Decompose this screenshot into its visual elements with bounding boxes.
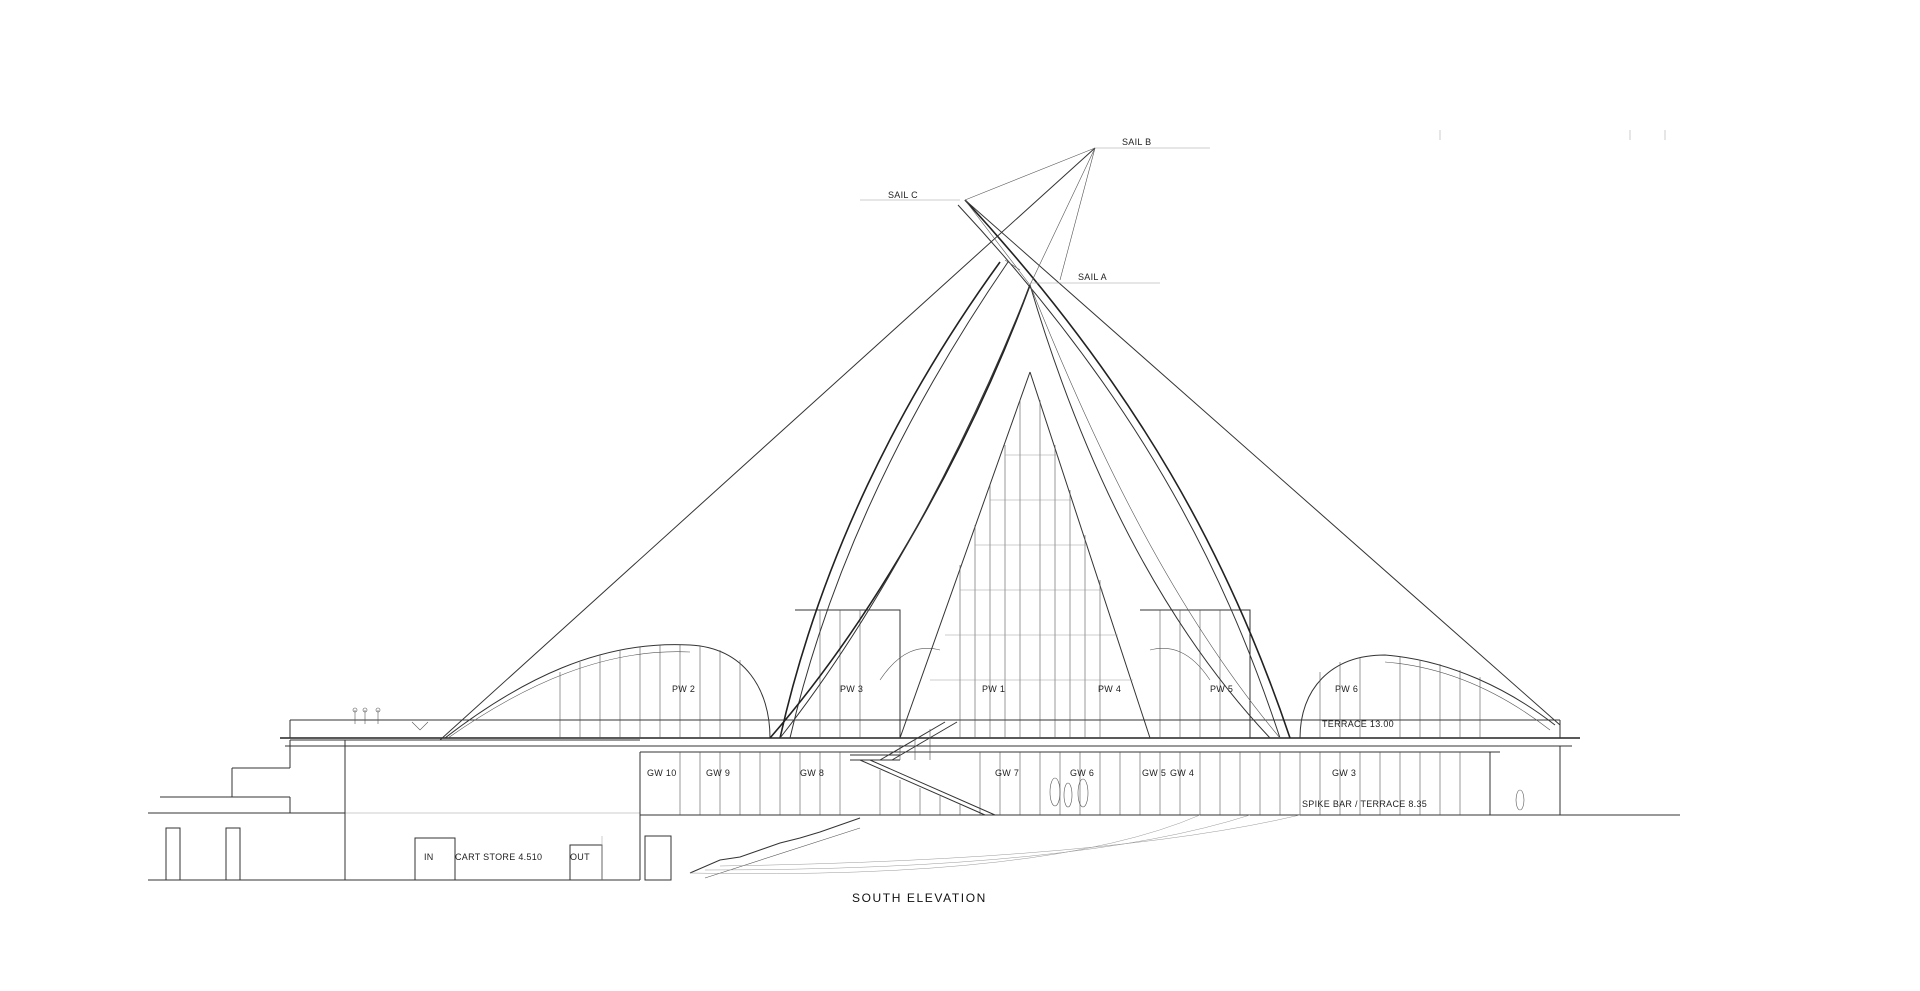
pw6-label: PW 6 [1335, 684, 1358, 694]
external-ramp [689, 814, 1301, 879]
pw1-label: PW 1 [982, 684, 1005, 694]
sail-a-label: SAIL A [1078, 272, 1107, 282]
pw5-label: PW 5 [1210, 684, 1233, 694]
in-door-label: IN [424, 852, 434, 862]
gw9-label: GW 9 [706, 768, 730, 778]
gw10-label: GW 10 [647, 768, 677, 778]
drawing-title: SOUTH ELEVATION [852, 891, 987, 905]
wing-mullions [559, 610, 1481, 738]
roof-wings [444, 609, 1556, 739]
gw6-label: GW 6 [1070, 768, 1094, 778]
level-labels: TERRACE 13.00 SPIKE BAR / TERRACE 8.35 C… [424, 719, 1427, 862]
gw3-label: GW 3 [1332, 768, 1356, 778]
pw2-label: PW 2 [672, 684, 695, 694]
gw4-label: GW 4 [1170, 768, 1194, 778]
cart-store-label: CART STORE 4.510 [455, 852, 542, 862]
pw4-label: PW 4 [1098, 684, 1121, 694]
gw7-label: GW 7 [995, 768, 1019, 778]
out-door-label: OUT [570, 852, 590, 862]
central-glazed-wall [899, 371, 1151, 739]
sail-arches [769, 199, 1291, 739]
sail-b-label: SAIL B [1122, 137, 1151, 147]
guy-cables [439, 147, 1561, 741]
lower-wall-labels: GW 10 GW 9 GW 8 GW 7 GW 6 GW 5 GW 4 GW 3 [647, 768, 1356, 778]
gw5-label: GW 5 [1142, 768, 1166, 778]
sail-c-label: SAIL C [888, 190, 918, 200]
staircase [850, 721, 996, 816]
sail-labels: SAIL B SAIL C SAIL A [888, 137, 1151, 282]
upper-wall-labels: PW 2 PW 3 PW 1 PW 4 PW 5 PW 6 [672, 684, 1358, 694]
service-block [148, 739, 672, 881]
ground-lines [148, 812, 1680, 881]
pw3-label: PW 3 [840, 684, 863, 694]
spike-bar-level-label: SPIKE BAR / TERRACE 8.35 [1302, 799, 1427, 809]
terrace-level-label: TERRACE 13.00 [1322, 719, 1394, 729]
gw8-label: GW 8 [800, 768, 824, 778]
right-decking [1439, 130, 1680, 816]
lower-glazing [639, 746, 1561, 815]
